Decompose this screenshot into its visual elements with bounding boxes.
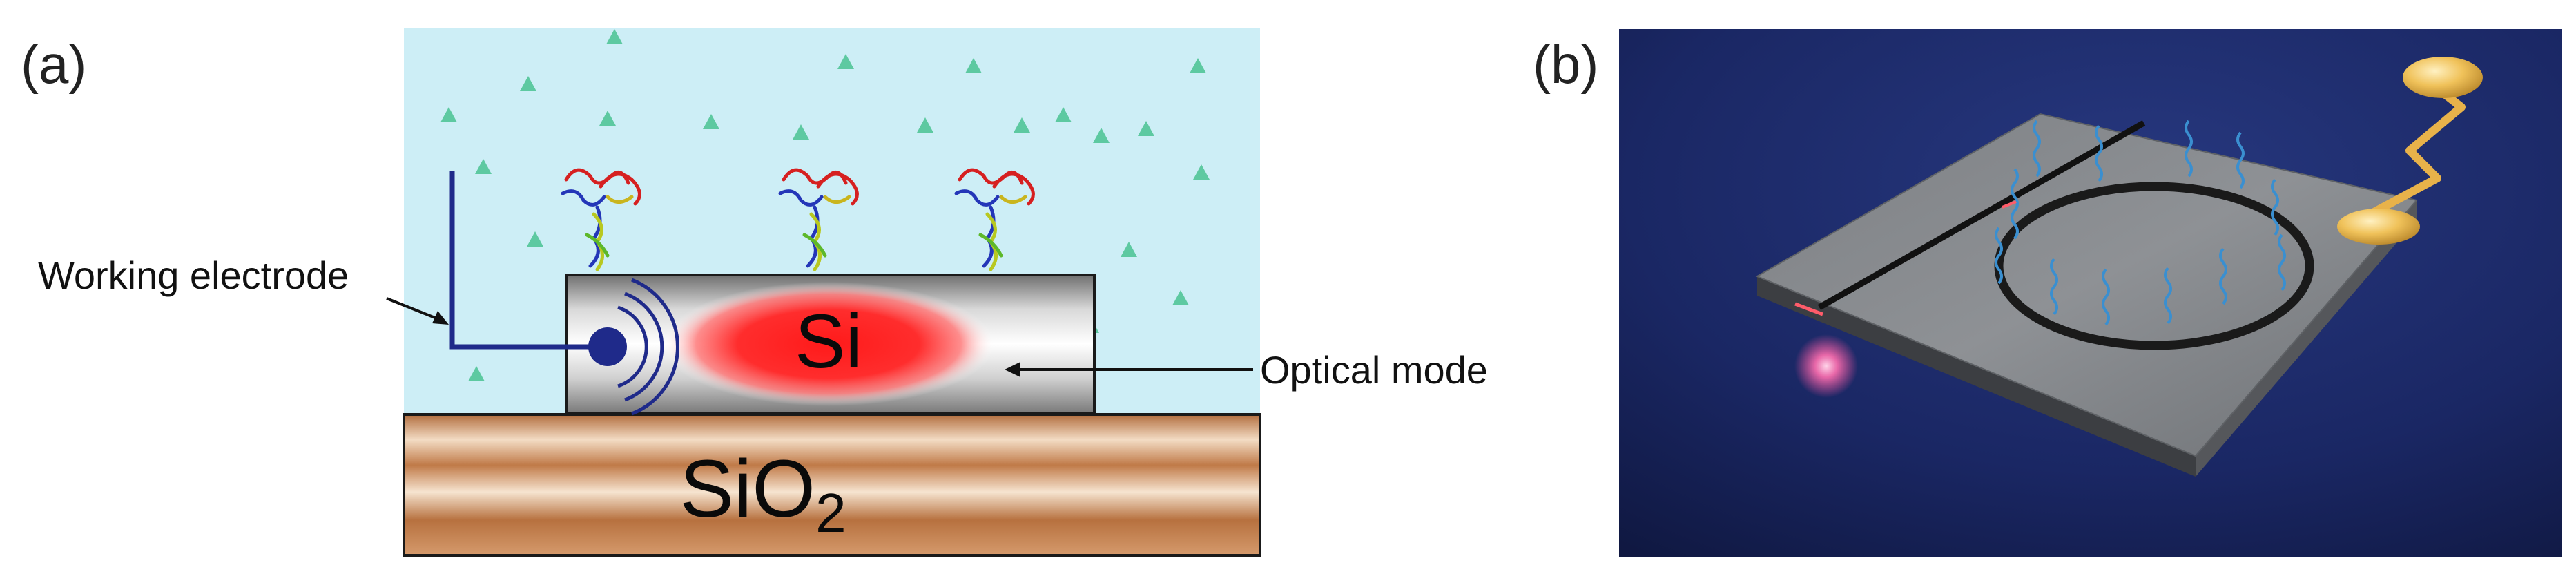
dna-probe-icon (2185, 120, 2193, 178)
dna-probe-icon (2278, 233, 2286, 292)
coupling-highlight (2002, 200, 2017, 209)
dna-probe-icon (2102, 268, 2110, 326)
electrode-tip-icon (588, 327, 627, 366)
panel-b-tag: (b) (1533, 34, 1598, 95)
panel-a: (a) (21, 28, 1488, 557)
antibody-group (561, 168, 1035, 271)
analyte-triangle-icon (965, 58, 982, 73)
bus-waveguide (1817, 120, 2146, 310)
dna-probe-icon (1995, 227, 2003, 285)
working-electrode-wire (449, 171, 608, 350)
analyte-triangle-icon (1014, 117, 1030, 133)
dna-probe-icon (2033, 120, 2041, 178)
dna-probe-icon (2164, 267, 2172, 325)
analyte-triangle-icon (793, 124, 809, 140)
substrate-label: SiO2 (679, 443, 846, 544)
bond-pad-icon (2337, 209, 2420, 245)
dna-probe-icon (2011, 168, 2019, 240)
sio2-substrate (403, 413, 1261, 557)
dna-probe-icon (2271, 178, 2279, 236)
electrode-trace (2358, 79, 2466, 224)
analyte-triangle-icon (520, 76, 536, 91)
analyte-triangle-icon (527, 231, 543, 247)
chip-front-face (1757, 276, 2196, 477)
optical-mode-profile (663, 282, 994, 406)
analyte-triangle-icon (468, 366, 485, 381)
dna-probe-icon (2095, 124, 2103, 182)
analyte-triangle-icon (1121, 242, 1137, 257)
analyte-triangle-icon (837, 54, 854, 69)
panel-a-tag: (a) (21, 34, 86, 95)
analyte-triangle-icon (440, 107, 457, 122)
analyte-triangle-icon (1138, 121, 1154, 136)
laser-spot-icon (1794, 334, 1858, 398)
optical-mode-arrowhead (1005, 362, 1020, 377)
analyte-triangle-icon (606, 29, 623, 44)
dna-probe-icon (2050, 258, 2058, 316)
substrate-label-subscript: 2 (815, 482, 846, 544)
antibody-icon (561, 168, 641, 271)
waveguide-label: Si (795, 299, 862, 384)
analyte-triangle-icon (703, 114, 719, 129)
dna-probe-group (1995, 120, 2286, 326)
analyte-triangle-icon (1093, 128, 1110, 143)
analyte-triangle-icon (1172, 290, 1189, 305)
analyte-triangle-icon (917, 117, 933, 133)
ring-resonator-icon (1994, 182, 2314, 350)
input-facet-highlight (1794, 302, 1823, 316)
analyte-triangle-icon (1193, 164, 1210, 180)
chip-right-face (2196, 200, 2417, 477)
analyte-triangle-icon (475, 159, 492, 174)
panel-b: (b) (1533, 29, 2562, 557)
optical-mode-label: Optical mode (1260, 348, 1488, 392)
working-electrode-label: Working electrode (38, 254, 349, 297)
dna-probe-icon (2219, 247, 2227, 305)
analyte-triangle-icon (1190, 58, 1206, 73)
dna-probe-icon (2236, 131, 2245, 189)
bond-pad-icon (2403, 57, 2483, 98)
working-electrode-arrowhead (432, 311, 449, 325)
analyte-triangle-icon (1055, 107, 1072, 122)
antibody-icon (954, 168, 1035, 271)
electric-field-arcs (617, 278, 679, 416)
antibody-icon (778, 168, 859, 271)
analyte-triangle-icon (599, 111, 616, 126)
substrate-label-main: SiO (679, 443, 815, 535)
